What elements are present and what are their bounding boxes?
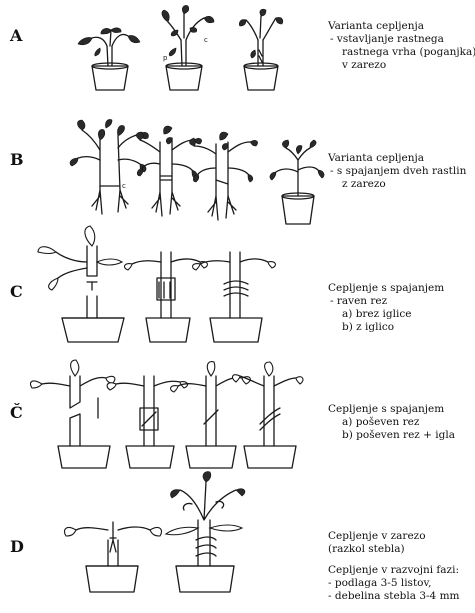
row-b-plant-pair-3 [190,132,258,220]
row-d-stage-1 [64,522,161,592]
row-d-stage-2 [166,472,245,592]
row-a-plant-1 [78,28,140,90]
row-a-plant-3 [239,9,283,90]
row-c-caron-stage-1 [30,360,114,468]
row-b-potted-plant [270,140,324,224]
row-a-mark-p: p [163,54,168,62]
row-a-plant-2: p c [162,5,214,90]
row-c-stage-1 [38,226,124,342]
row-b-mark-c: c [122,182,126,190]
row-a-mark-c: c [204,36,208,44]
